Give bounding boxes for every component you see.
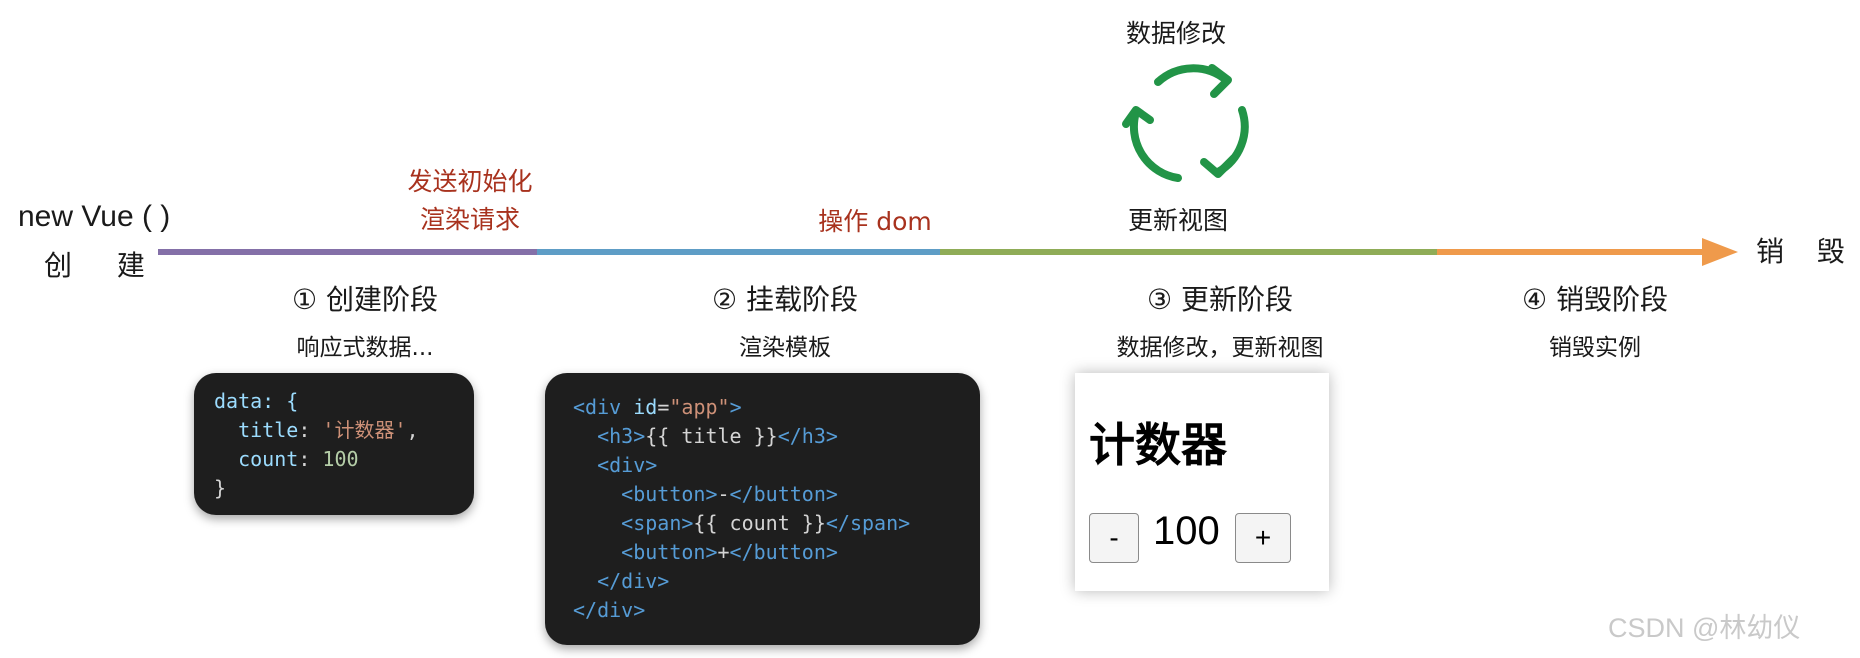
code-token: <span> [621, 511, 694, 535]
counter-preview-card: 计数器 - 100 + [1075, 373, 1329, 591]
stage-subtitle: 销毁实例 [1549, 335, 1641, 361]
stage-title: ② 挂载阶段 [711, 283, 858, 316]
counter-value: 100 [1153, 509, 1220, 553]
code-token: {{ title }} [645, 424, 778, 448]
code-token: </span> [825, 511, 911, 535]
stage-destroy: ④ 销毁阶段 销毁实例 [1445, 278, 1745, 362]
code-token: 100 [322, 447, 359, 471]
start-label-new-vue: new Vue ( ) [18, 200, 171, 233]
code-token: <h3> [597, 424, 646, 448]
code-token: '计数器' [322, 418, 407, 442]
counter-title: 计数器 [1089, 418, 1227, 472]
cycle-label-data-change: 数据修改 [1126, 19, 1227, 48]
code-token: <button> [621, 540, 718, 564]
annotation-init-line2: 渲染请求 [419, 205, 520, 234]
code-token: <div [573, 395, 622, 419]
increment-button[interactable]: + [1235, 513, 1291, 563]
code-token: </div> [573, 598, 646, 622]
annotation-init-line1: 发送初始化 [407, 167, 533, 196]
code-token: <div> [597, 453, 658, 477]
start-label-create: 创 建 [44, 249, 163, 282]
code-token: data: { [214, 389, 299, 413]
code-token: + [717, 540, 730, 564]
code-token: <button> [621, 482, 718, 506]
stage-create: ① 创建阶段 响应式数据... [215, 278, 515, 362]
code-token: id [633, 395, 658, 419]
timeline-arrowhead [1702, 238, 1738, 266]
stage-title: ③ 更新阶段 [1146, 283, 1293, 316]
code-block-template: <div id="app"> <h3>{{ title }}</h3> <div… [545, 373, 980, 645]
code-block-data: data: { title: '计数器', count: 100 } [194, 373, 474, 515]
code-token: } [214, 476, 227, 500]
annotation-init-render-request: 发送初始化 渲染请求 [385, 163, 555, 239]
stage-subtitle: 响应式数据... [296, 335, 434, 361]
watermark: CSDN @林幼仪 [1608, 613, 1801, 643]
refresh-cycle-icon [1122, 64, 1249, 182]
annotation-dom-operation: 操作 dom [818, 207, 932, 236]
stage-mount: ② 挂载阶段 渲染模板 [635, 278, 935, 362]
code-token: </div> [597, 569, 670, 593]
code-token: title [238, 418, 299, 442]
end-label-destroy: 销 毁 [1756, 235, 1857, 268]
cycle-label-update-view: 更新视图 [1128, 206, 1229, 235]
decrement-button[interactable]: - [1089, 513, 1139, 563]
code-token: "app" [669, 395, 730, 419]
code-token: </button> [729, 482, 838, 506]
code-token: </h3> [777, 424, 838, 448]
code-token: - [717, 482, 730, 506]
code-token: </button> [729, 540, 838, 564]
stage-subtitle: 渲染模板 [739, 335, 831, 361]
stage-subtitle: 数据修改，更新视图 [1116, 335, 1324, 361]
code-token: {{ count }} [693, 511, 826, 535]
stage-update: ③ 更新阶段 数据修改，更新视图 [1070, 278, 1370, 362]
stage-title: ① 创建阶段 [291, 283, 438, 316]
code-token: count [238, 447, 299, 471]
stage-title: ④ 销毁阶段 [1521, 283, 1668, 316]
